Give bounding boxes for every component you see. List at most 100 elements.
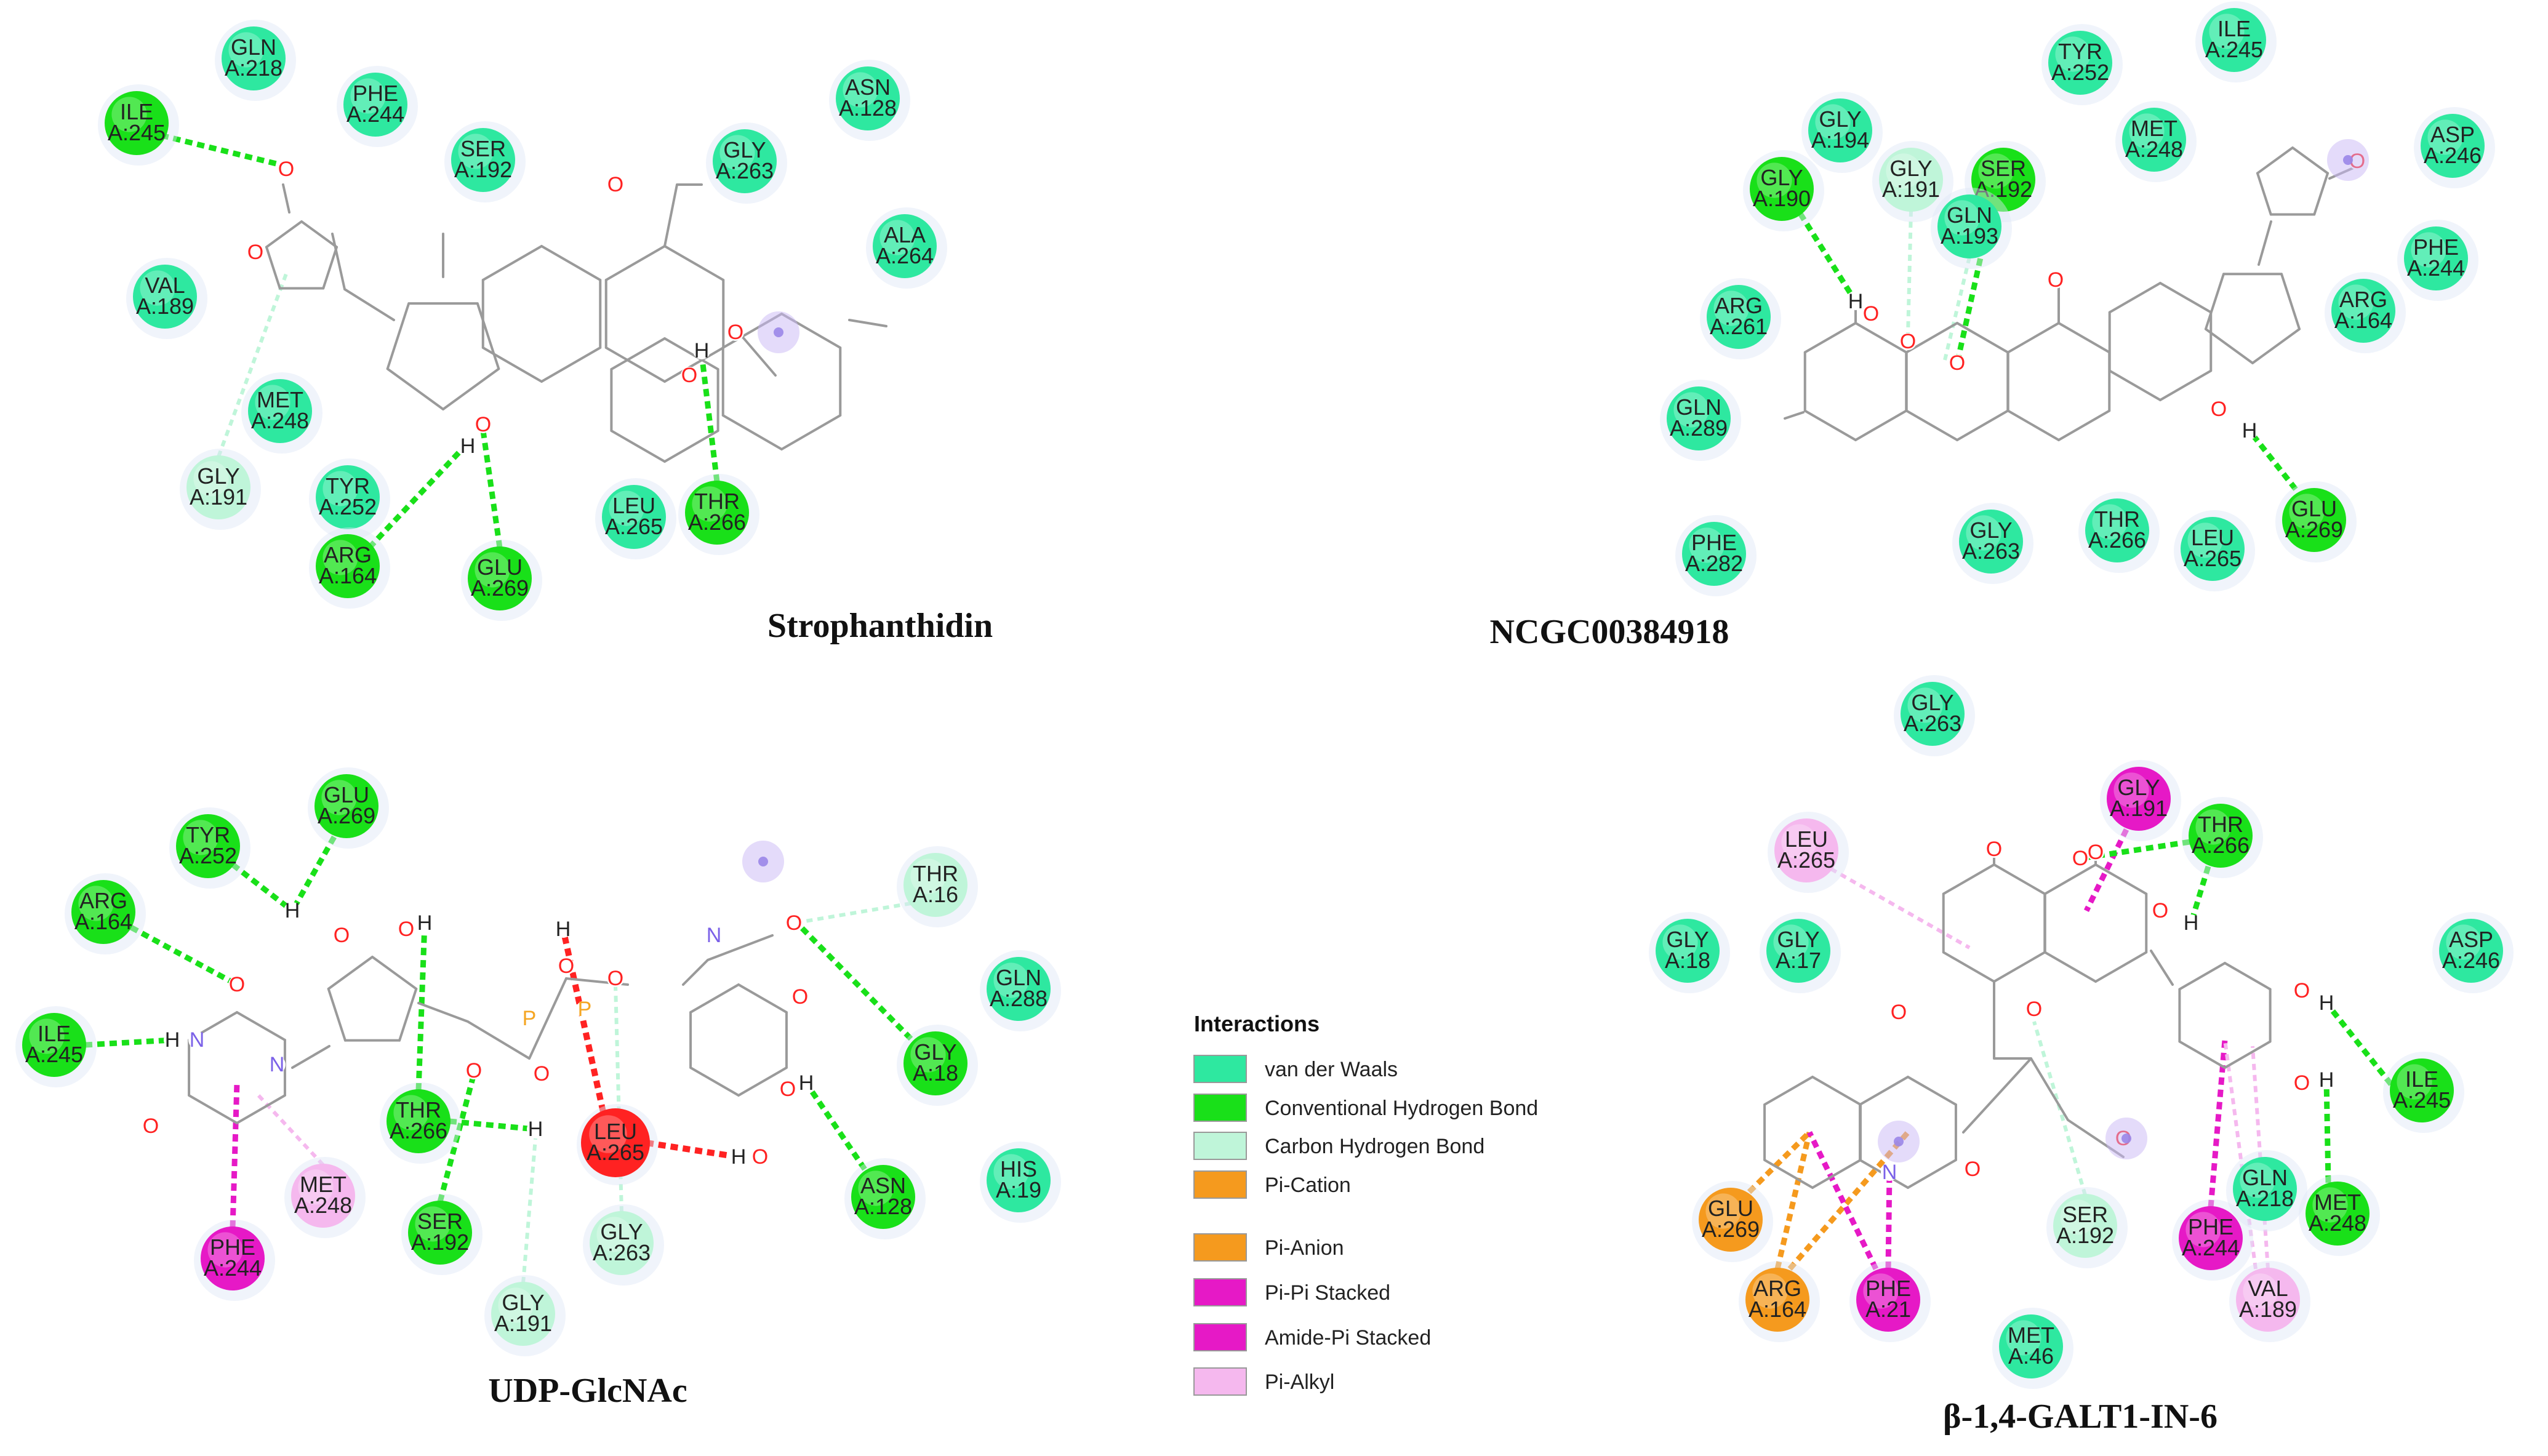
- atom-label: H: [799, 1071, 814, 1095]
- legend-label: Carbon Hydrogen Bond: [1265, 1135, 1484, 1158]
- residue-name: GLU: [1708, 1196, 1753, 1221]
- residue-number: A:18: [1665, 948, 1710, 973]
- residue-number: A:264: [876, 243, 934, 268]
- pipi-phe244: [2208, 1039, 2228, 1208]
- residue-name: GLY: [600, 1219, 643, 1244]
- residue-number: A:192: [2056, 1223, 2114, 1248]
- atom-label: H: [694, 339, 710, 362]
- atom-label: H: [1848, 290, 1864, 313]
- legend-label: Pi-Alkyl: [1265, 1370, 1334, 1394]
- residue-name: PHE: [210, 1234, 255, 1260]
- residue-number: A:266: [2192, 833, 2250, 858]
- legend-swatch: [1193, 1094, 1247, 1122]
- residue-name: THR: [694, 489, 740, 514]
- residue-number: A:192: [1974, 177, 2032, 202]
- legend-item: Conventional Hydrogen Bond: [1193, 1094, 1538, 1122]
- residue-number: A:17: [1776, 948, 1821, 973]
- atom-label: H: [2319, 1068, 2334, 1092]
- residue-number: A:245: [25, 1042, 83, 1067]
- residue-number: A:164: [319, 563, 377, 588]
- residue-name: MET: [2008, 1322, 2054, 1348]
- residue-number: A:191: [1882, 177, 1940, 202]
- hbond-ile245: [160, 132, 287, 169]
- hbond-arg164: [129, 925, 239, 987]
- panel-title-p4: β-1,4-GALT1-IN-6: [1943, 1398, 2217, 1436]
- hbond-glu269: [480, 430, 503, 548]
- pialkyl-met248: [257, 1094, 325, 1167]
- residue-number: A:191: [190, 484, 247, 510]
- hbond-glu269: [290, 835, 337, 913]
- atom-label: O: [398, 918, 414, 941]
- residue-name: GLY: [1777, 927, 1819, 952]
- residue-name: ASP: [2430, 122, 2475, 147]
- hbond-thr266-b: [2188, 865, 2211, 924]
- legend-label: Pi-Anion: [1265, 1236, 1344, 1260]
- residue-name: THR: [2094, 506, 2140, 532]
- legend-label: Pi-Cation: [1265, 1174, 1351, 1197]
- hbond-thr266-b: [449, 1118, 536, 1132]
- residue-name: TYR: [2058, 39, 2102, 64]
- residue-number: A:244: [2407, 255, 2465, 281]
- residue-number: A:266: [2088, 527, 2146, 553]
- atom-label: O: [1900, 330, 1916, 353]
- atom-label: P: [578, 998, 592, 1021]
- residue-number: A:269: [318, 803, 375, 828]
- atom-label: O: [278, 158, 294, 181]
- legend-swatch: [1193, 1170, 1247, 1199]
- residue-name: PHE: [2188, 1214, 2234, 1239]
- residue-number: A:265: [2184, 546, 2242, 571]
- residue-number: A:191: [494, 1311, 552, 1336]
- atom-label: O: [2026, 998, 2042, 1021]
- hbond-gly190: [1798, 212, 1858, 303]
- legend-item: van der Waals: [1193, 1055, 1398, 1083]
- hbond-thr266: [415, 922, 428, 1091]
- residue-name: GLN: [2242, 1165, 2288, 1190]
- residue-name: THR: [913, 861, 958, 886]
- legend-label: Pi-Pi Stacked: [1265, 1281, 1390, 1305]
- residue-number: A:269: [2285, 517, 2343, 542]
- residue-name: ARG: [1715, 293, 1763, 318]
- atom-label: O: [1949, 351, 1965, 375]
- residue-name: ASP: [2449, 927, 2493, 952]
- hbond-met248: [2323, 1079, 2331, 1183]
- residue-number: A:19: [996, 1177, 1041, 1202]
- residue-name: HIS: [1000, 1156, 1037, 1182]
- residue-number: A:245: [108, 120, 166, 145]
- residue-number: A:189: [136, 294, 194, 319]
- pipi-gly191: [2083, 828, 2129, 912]
- unfav-leu265-b: [646, 1140, 739, 1160]
- pipi-phe21: [1806, 1131, 1879, 1270]
- residue-number: A:248: [251, 408, 309, 433]
- residue-number: A:244: [347, 102, 404, 127]
- atom-label: O: [1986, 838, 2002, 861]
- legend-swatch: [1193, 1323, 1247, 1351]
- residue-name: GLN: [1676, 394, 1721, 420]
- residue-name: THR: [2198, 812, 2243, 837]
- legend-label: van der Waals: [1265, 1058, 1398, 1081]
- residue-number: A:164: [1749, 1297, 1806, 1322]
- atom-label: O: [475, 413, 491, 436]
- atom-label: N: [707, 924, 722, 947]
- atom-label: O: [558, 954, 574, 978]
- residue-number: A:189: [2239, 1297, 2297, 1322]
- residue-name: VAL: [145, 273, 185, 298]
- legend-title: Interactions: [1194, 1011, 1320, 1036]
- hbond-thr266: [699, 353, 720, 482]
- residue-name: LEU: [1785, 826, 1828, 852]
- residue-name: GLN: [996, 965, 1041, 990]
